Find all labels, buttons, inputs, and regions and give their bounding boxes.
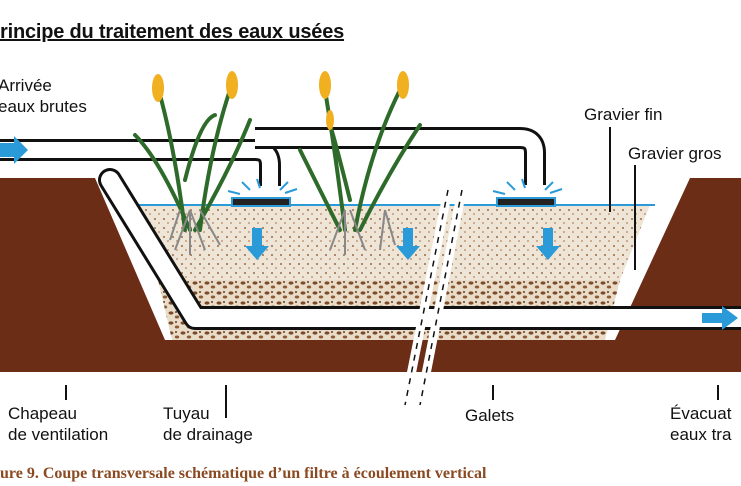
flow-arrows xyxy=(0,136,738,330)
label-pebbles: Galets xyxy=(465,406,515,425)
label-line: eaux brutes xyxy=(0,97,87,116)
splash-plate xyxy=(227,178,563,207)
label-inlet: Arrivée eaux brutes xyxy=(0,75,87,117)
label-line: Tuyau xyxy=(163,404,210,423)
label-line: Arrivée xyxy=(0,76,52,95)
label-line: de ventilation xyxy=(8,425,109,444)
fine-gravel-layer xyxy=(130,205,650,280)
label-drainage: Tuyau de drainage xyxy=(163,403,253,445)
label-line: eaux tra xyxy=(670,425,732,444)
label-vent: Chapeau de ventilation xyxy=(8,403,108,445)
page-title: rincipe du traitement des eaux usées xyxy=(0,21,345,43)
label-line: Évacuat xyxy=(670,404,732,423)
label-fine-gravel: Gravier fin xyxy=(584,105,663,124)
label-coarse-gravel: Gravier gros xyxy=(628,144,722,163)
leader-lines xyxy=(65,127,719,418)
soil xyxy=(0,178,741,372)
label-line: Chapeau xyxy=(8,404,78,423)
label-line: de drainage xyxy=(163,425,253,444)
reed-roots xyxy=(169,209,396,255)
label-outlet: Évacuat eaux tra xyxy=(670,403,731,445)
reeds xyxy=(133,88,422,232)
figure-caption: gure 9. Coupe transversale schématique d… xyxy=(0,465,487,482)
reed-flowers xyxy=(152,71,409,130)
